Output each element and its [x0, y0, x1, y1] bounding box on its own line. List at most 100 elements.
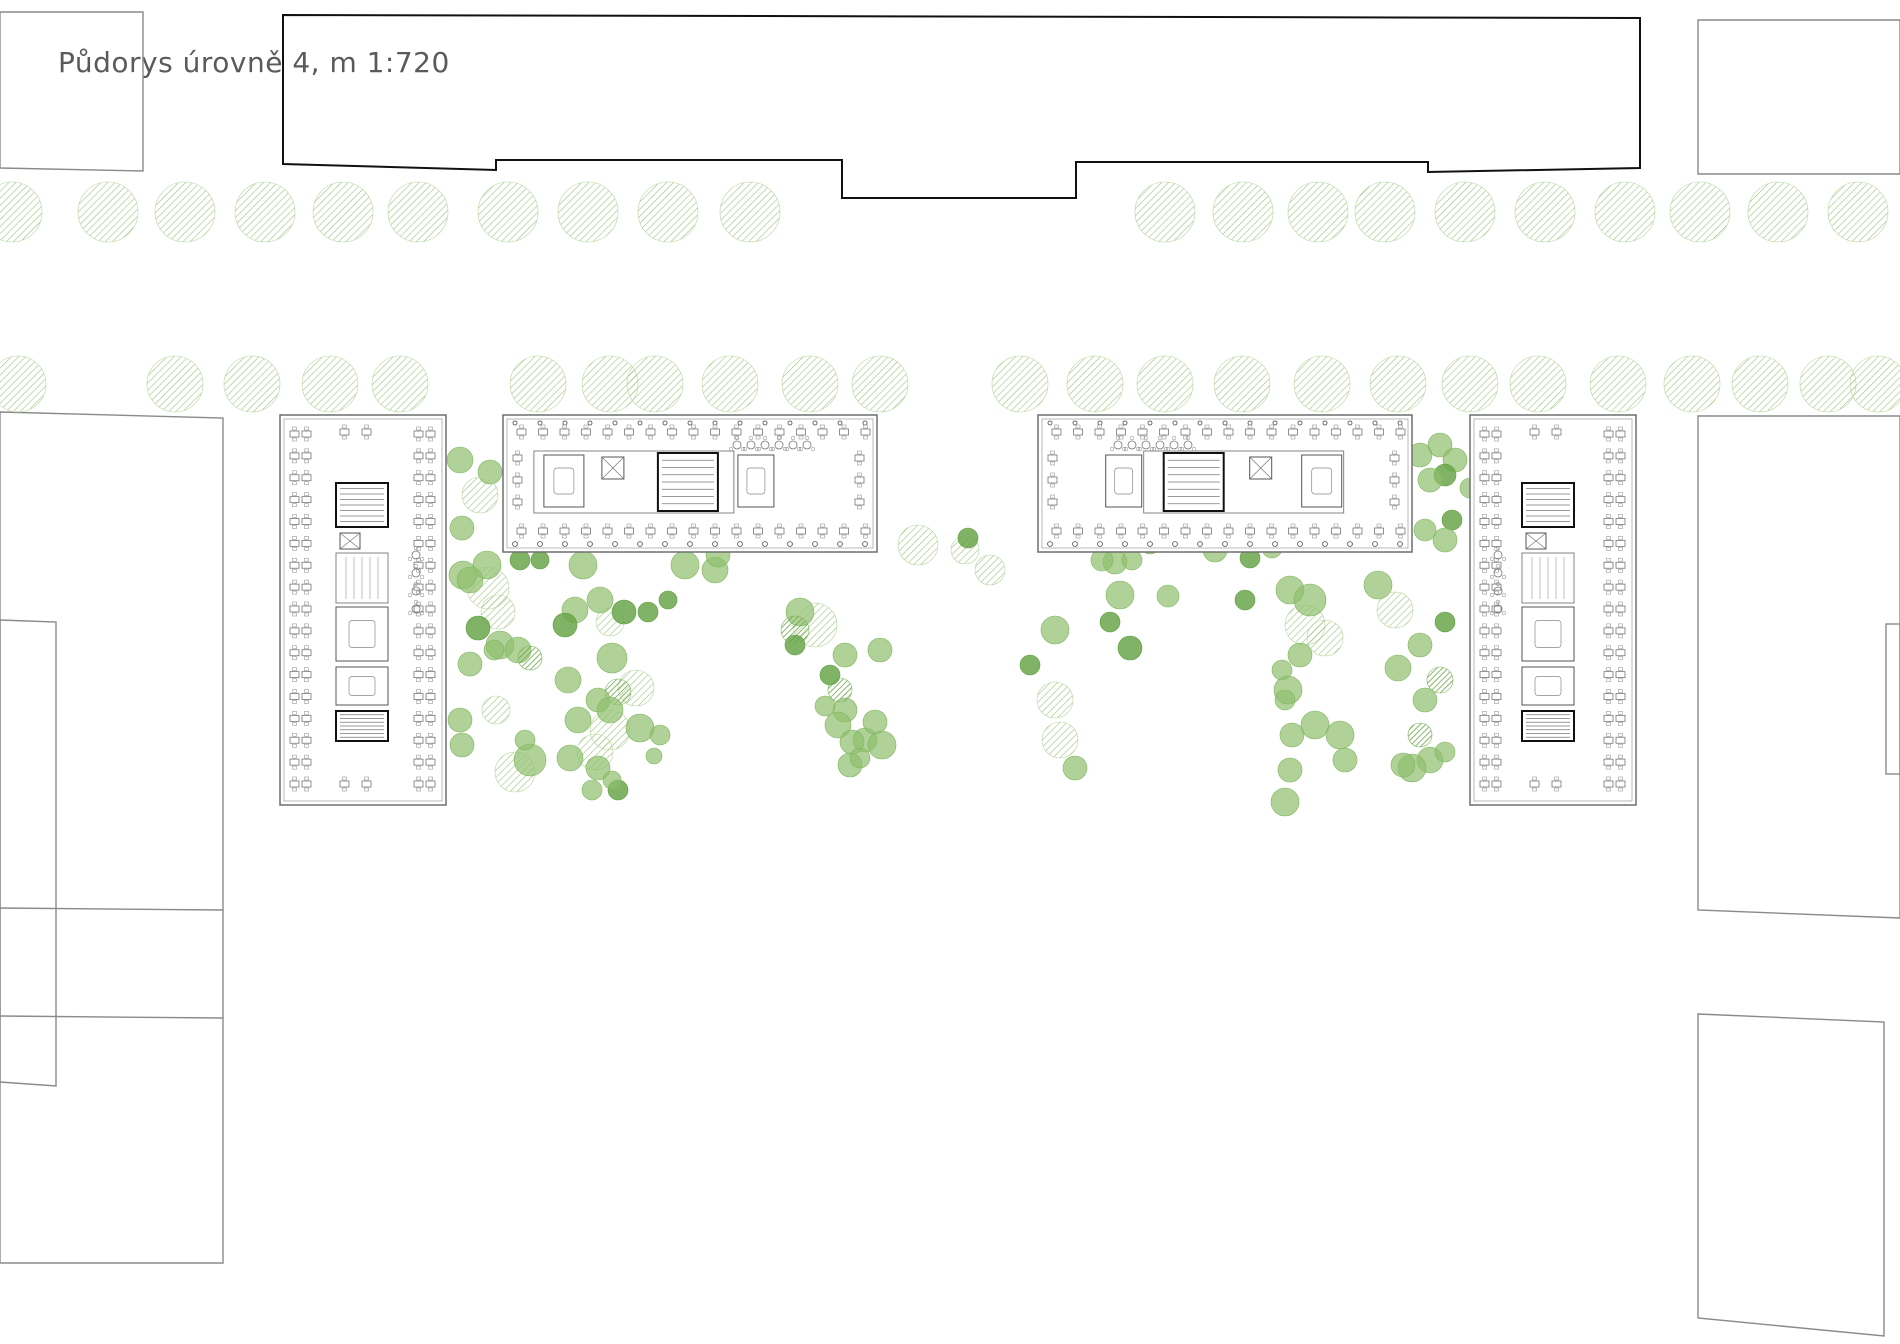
tree-icon: [456, 566, 484, 594]
tree-icon: [1300, 710, 1330, 740]
elevator-icon: [1249, 456, 1273, 480]
context-building-w1: [0, 411, 224, 1264]
column: [1297, 541, 1303, 547]
tree-icon: [1066, 355, 1124, 413]
tree-icon: [626, 355, 684, 413]
office-desk-icon: [624, 428, 634, 436]
office-desk-icon: [1395, 428, 1406, 436]
tree-icon: [701, 355, 759, 413]
tree-icon: [77, 181, 139, 243]
tree-icon: [824, 711, 852, 739]
office-desk-icon: [1309, 428, 1320, 436]
office-desk-icon: [301, 736, 312, 744]
tree-icon: [1274, 689, 1296, 711]
office-desk-icon: [1603, 583, 1614, 591]
office-desk-icon: [538, 527, 548, 535]
tree-icon: [832, 642, 858, 668]
column: [662, 541, 668, 547]
column: [612, 541, 618, 547]
meeting-room: [1301, 454, 1343, 508]
office-desk-icon: [289, 693, 300, 700]
office-wing-vertical: [279, 414, 447, 806]
office-desk-icon: [774, 527, 785, 535]
office-desk-icon: [425, 452, 436, 460]
office-desk-icon: [731, 527, 742, 535]
tree-icon: [1594, 181, 1656, 243]
tree-icon: [1384, 654, 1412, 682]
tree-icon: [1827, 181, 1889, 243]
office-desk-icon: [1137, 428, 1148, 436]
office-desk-icon: [731, 428, 742, 436]
round-table-icon: [742, 435, 760, 452]
office-desk-icon: [688, 527, 699, 535]
office-desk-icon: [301, 430, 312, 438]
office-desk-icon: [289, 780, 300, 788]
office-desk-icon: [774, 428, 785, 436]
office-desk-icon: [710, 527, 720, 535]
tree-icon: [449, 732, 475, 758]
office-desk-icon: [1603, 539, 1614, 547]
office-desk-icon: [796, 527, 806, 535]
tree-icon: [1413, 518, 1437, 542]
office-desk-icon: [1352, 428, 1363, 436]
tree-icon: [1287, 642, 1313, 668]
meeting-room: [737, 454, 775, 508]
meeting-room: [1521, 606, 1575, 662]
tree-icon: [154, 181, 216, 243]
office-desk-icon: [1491, 496, 1502, 504]
office-desk-icon: [753, 428, 763, 436]
office-desk-icon: [1479, 693, 1490, 700]
office-desk-icon: [1159, 428, 1169, 436]
office-desk-icon: [425, 714, 436, 722]
office-desk-icon: [413, 627, 424, 635]
column: [537, 420, 543, 426]
round-table-icon: [1489, 545, 1507, 562]
office-desk-icon: [1245, 428, 1255, 436]
office-desk-icon: [667, 428, 677, 436]
office-desk-icon: [301, 693, 312, 700]
tree-icon: [552, 612, 578, 638]
office-desk-icon: [425, 671, 436, 679]
round-table-icon: [728, 435, 746, 452]
tree-icon: [371, 355, 429, 413]
tree-icon: [1589, 355, 1647, 413]
tree-icon: [481, 695, 511, 725]
office-desk-icon: [1479, 714, 1490, 722]
round-table-icon: [1109, 435, 1127, 452]
context-building-e2: [1697, 1013, 1885, 1337]
tree-icon: [1213, 355, 1271, 413]
office-desk-icon: [413, 780, 424, 788]
tree-icon: [1306, 619, 1344, 657]
office-desk-icon: [425, 780, 436, 788]
tree-icon: [556, 744, 584, 772]
tree-icon: [867, 637, 893, 663]
office-desk-icon: [512, 454, 523, 462]
office-desk-icon: [1491, 474, 1502, 482]
tree-icon: [568, 550, 598, 580]
elevator-icon: [1525, 532, 1547, 550]
office-desk-icon: [1137, 527, 1148, 535]
round-table-icon: [1489, 563, 1507, 580]
tree-icon: [1663, 355, 1721, 413]
office-desk-icon: [1615, 518, 1626, 525]
column: [1322, 541, 1328, 547]
tree-icon: [1376, 591, 1414, 629]
column: [712, 541, 718, 547]
column: [862, 541, 868, 547]
office-desk-icon: [602, 428, 613, 436]
office-desk-icon: [1047, 454, 1058, 462]
office-desk-icon: [1603, 496, 1614, 504]
column: [762, 541, 768, 547]
office-desk-icon: [413, 671, 424, 679]
office-desk-icon: [1094, 527, 1105, 535]
office-desk-icon: [1073, 527, 1083, 535]
office-desk-icon: [854, 476, 865, 484]
column: [1347, 420, 1353, 426]
tree-icon: [637, 601, 659, 623]
office-desk-icon: [559, 428, 570, 436]
office-desk-icon: [1479, 583, 1490, 591]
office-wing-vertical: [1469, 414, 1637, 806]
office-desk-icon: [538, 428, 548, 436]
office-desk-icon: [688, 428, 699, 436]
elevator-icon: [339, 532, 361, 550]
